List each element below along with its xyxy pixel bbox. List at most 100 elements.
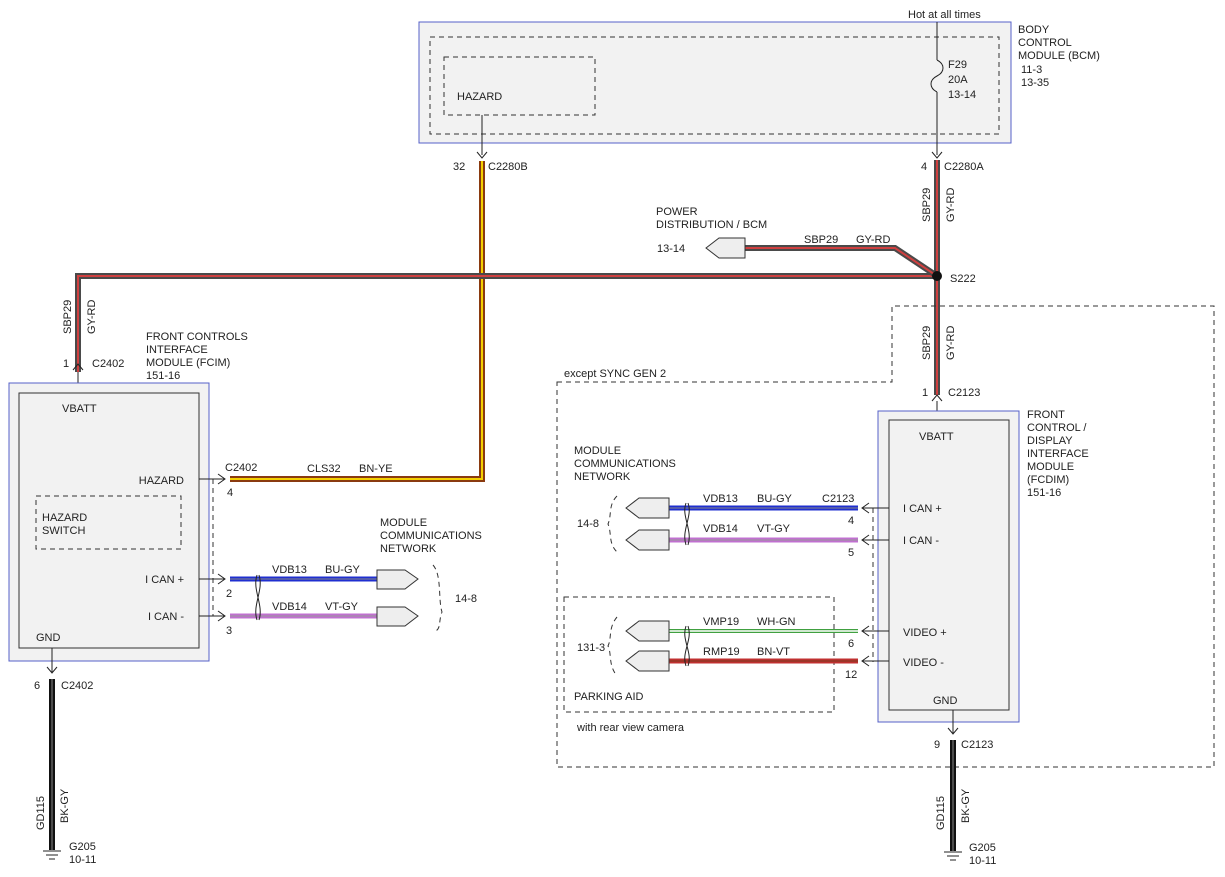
fcdim-gnd-connector: C2123 xyxy=(961,739,993,751)
fcdim-title-5: MODULE xyxy=(1027,461,1074,473)
parking-aid-dashed-box xyxy=(563,596,835,713)
fcdim-ican-plus-label: I CAN + xyxy=(903,503,942,515)
sbp29-label-lower: SBP29 xyxy=(921,326,933,360)
fcdim-pin-4: 4 xyxy=(848,515,854,527)
fcdim-can-connector: C2123 xyxy=(822,493,854,505)
fcdim-vbatt-terminal-icon xyxy=(931,394,943,402)
c2280a-pin: 4 xyxy=(921,161,927,173)
fcdim-ican-plus-terminal-icon xyxy=(861,502,870,514)
fcim-vdb13-label: VDB13 xyxy=(272,564,307,576)
fcdim-can-plus-connector-icon xyxy=(625,497,670,519)
parking-aid-bracket xyxy=(607,616,618,677)
fcdim-video-plus-terminal-icon xyxy=(861,625,870,637)
fcim-gnd-terminal-icon xyxy=(46,666,58,674)
fcim-vbatt-terminal-icon xyxy=(72,363,84,371)
fcdim-title-4: INTERFACE xyxy=(1027,448,1089,460)
c2280b-connector: C2280B xyxy=(488,161,528,173)
fcdim-net-1: MODULE xyxy=(574,445,621,457)
gy-rd-label-top: GY-RD xyxy=(945,188,957,222)
fcim-net-1: MODULE xyxy=(380,517,427,529)
fcim-can-minus-connector-icon xyxy=(376,606,419,627)
front-controls-interface-module: FRONT CONTROLS INTERFACE MODULE (FCIM) 1… xyxy=(8,331,248,662)
fcdim-ican-minus-label: I CAN - xyxy=(903,535,939,547)
bcm-title-3: MODULE (BCM) xyxy=(1018,50,1100,62)
wire-cls32-bn-ye xyxy=(230,161,485,482)
fcdim-vt-gy-label: VT-GY xyxy=(757,523,791,535)
wire-sbp29-gy-rd xyxy=(75,160,940,395)
fcdim-title-1: FRONT xyxy=(1027,409,1065,421)
fcim-inner-box xyxy=(18,392,200,649)
fcdim-net-ref: 14-8 xyxy=(577,518,599,530)
fcdim-gnd-pin: 9 xyxy=(934,739,940,751)
fuse-ref: 13-14 xyxy=(948,89,976,101)
fcdim-video-minus-terminal-icon xyxy=(861,655,870,667)
gy-rd-label-lower: GY-RD xyxy=(945,326,957,360)
fcim-title-1: FRONT CONTROLS xyxy=(146,331,248,343)
fcim-can-minus-pin: 3 xyxy=(226,625,232,637)
bcm-ref-1: 11-3 xyxy=(1021,64,1042,76)
fcim-ican-plus-label: I CAN + xyxy=(145,574,184,586)
park-ref: 131-3 xyxy=(577,642,605,654)
variant-label: except SYNC GEN 2 xyxy=(564,368,666,380)
fcim-can-bus xyxy=(199,564,443,633)
fcim-hazard-connector: C2402 xyxy=(225,462,257,474)
gd115-label-right: GD115 xyxy=(935,796,947,830)
fcim-ican-minus-terminal-icon xyxy=(217,610,226,622)
fcim-ican-plus-terminal-icon xyxy=(217,573,226,585)
fcim-ground-id: G205 xyxy=(69,841,96,853)
pd-line-2: DISTRIBUTION / BCM xyxy=(656,219,767,231)
fcdim-title-3: DISPLAY xyxy=(1027,435,1073,447)
sbp29-label-left: SBP29 xyxy=(62,300,74,334)
body-control-module: HAZARD F29 20A 13-14 BODY CONTROL MODULE… xyxy=(418,9,1100,144)
fcim-vbatt-label: VBATT xyxy=(62,403,97,415)
fcdim-can-bus xyxy=(607,495,858,553)
supply-label: Hot at all times xyxy=(908,9,981,21)
fcdim-ground xyxy=(944,710,962,861)
pd-circuit: SBP29 xyxy=(804,234,838,246)
fcim-vbatt-pin: 1 xyxy=(63,358,69,370)
camera-note: with rear view camera xyxy=(576,722,685,734)
fuse-rating: 20A xyxy=(948,74,968,86)
fcim-net-ref: 14-8 xyxy=(455,593,477,605)
video-plus-connector-icon xyxy=(625,620,670,642)
fcdim-ground-id: G205 xyxy=(969,842,996,854)
fcdim-pin-6: 6 xyxy=(848,638,854,650)
fuse-id: F29 xyxy=(948,59,967,71)
fcdim-gnd-terminal-icon xyxy=(947,727,959,735)
sync-gen2-dashed-region xyxy=(556,305,1215,768)
fcdim-net-3: NETWORK xyxy=(574,471,631,483)
pd-color: GY-RD xyxy=(856,234,890,246)
fcim-net-3: NETWORK xyxy=(380,543,437,555)
bcm-hazard-label: HAZARD xyxy=(457,91,502,103)
bcm-hazard-dashed-box xyxy=(443,56,596,116)
c2280b-pin: 32 xyxy=(453,161,465,173)
pd-line-1: POWER xyxy=(656,206,698,218)
bn-ye-label: BN-YE xyxy=(359,463,393,475)
splice-label: S222 xyxy=(950,273,976,285)
fcim-network-bracket xyxy=(432,564,443,633)
fcim-ican-minus-label: I CAN - xyxy=(148,611,184,623)
fcdim-bu-gy-label: BU-GY xyxy=(757,493,793,505)
fcim-hazard-terminal-icon xyxy=(217,473,226,485)
splice-s222 xyxy=(932,271,942,281)
fcim-title-2: INTERFACE xyxy=(146,344,208,356)
fcdim-pin-5: 5 xyxy=(848,547,854,559)
fcdim-gnd-label: GND xyxy=(933,695,958,707)
bcm-title-2: CONTROL xyxy=(1018,37,1072,49)
fcdim-vbatt-label: VBATT xyxy=(919,431,954,443)
fcdim-video-minus-label: VIDEO - xyxy=(903,657,944,669)
rmp19-label: RMP19 xyxy=(703,646,740,658)
bcm-title-1: BODY xyxy=(1018,24,1050,36)
bk-gy-label-left: BK-GY xyxy=(59,788,71,823)
bcm-ref-2: 13-35 xyxy=(1021,77,1049,89)
fcim-gnd-pin: 6 xyxy=(34,680,40,692)
fcdim-net-2: COMMUNICATIONS xyxy=(574,458,676,470)
cls32-label: CLS32 xyxy=(307,463,341,475)
fcim-ground xyxy=(43,648,61,860)
hazard-switch-box xyxy=(35,495,182,550)
front-control-display-interface-module: 1 C2123 VBATT I CAN + I CAN - VIDEO + VI… xyxy=(872,387,1089,723)
fcdim-vbatt-connector: C2123 xyxy=(948,387,980,399)
fcim-bu-gy-label: BU-GY xyxy=(325,564,361,576)
fcim-hazard-pin: 4 xyxy=(227,487,233,499)
